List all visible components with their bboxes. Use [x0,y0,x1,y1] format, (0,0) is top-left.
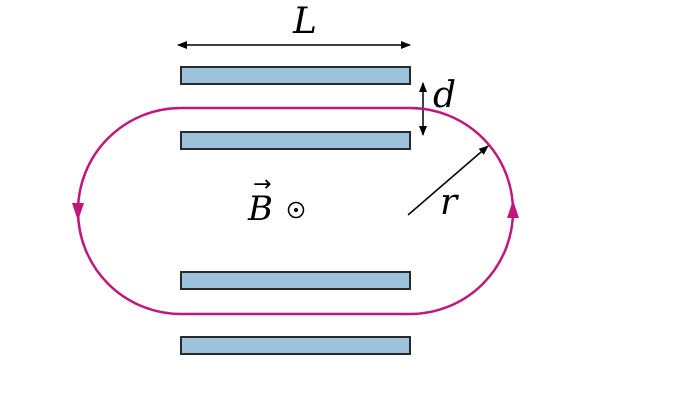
field-label: B [247,189,273,229]
gap-label: d [433,75,456,116]
plate-top-inner [180,131,411,150]
field-vector-arrow: → [253,172,271,197]
path-arrow-right-up [507,200,519,218]
plate-top-outer [180,66,411,85]
field-out-of-page-icon [287,201,305,219]
plate-bottom-outer [180,336,411,355]
path-arrow-left-down [72,203,84,221]
length-label: L [292,1,317,42]
plate-bottom-inner [180,271,411,290]
radius-label: r [440,182,459,223]
particle-path [76,106,515,316]
radius-arrow [407,145,489,216]
